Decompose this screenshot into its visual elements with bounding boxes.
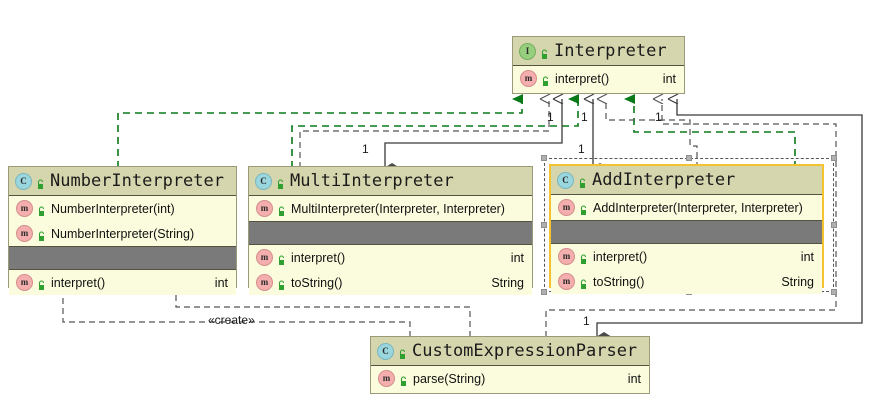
member-type: int <box>214 275 228 290</box>
member-name: interpret() <box>555 71 610 86</box>
class-name-custom-expression-parser: CustomExpressionParser <box>412 341 638 361</box>
member-type: int <box>510 250 524 265</box>
empty-compartment-band <box>249 221 532 245</box>
class-name-number-interpreter: NumberInterpreter <box>50 171 224 191</box>
unlocked-icon <box>539 47 550 59</box>
member-row[interactable]: m interpret() int <box>551 244 822 269</box>
member-type: String <box>491 275 524 290</box>
class-header-interpreter: I Interpreter <box>513 37 684 66</box>
member-name: toString() <box>291 275 343 290</box>
unlocked-icon <box>36 204 47 216</box>
interface-icon: I <box>519 42 536 60</box>
selection-handle-e[interactable] <box>831 222 837 228</box>
member-row[interactable]: m NumberInterpreter(String) <box>9 221 236 246</box>
selection-handle-se[interactable] <box>831 289 837 295</box>
class-icon: C <box>557 171 574 189</box>
realization-number-to-interpreter <box>117 94 523 168</box>
unlocked-icon <box>275 177 286 189</box>
unlocked-icon <box>276 278 287 290</box>
unlocked-icon <box>540 74 551 86</box>
method-icon: m <box>378 370 395 387</box>
member-row[interactable]: m toString() String <box>249 270 532 295</box>
class-name-interpreter: Interpreter <box>554 41 667 61</box>
class-header-number-interpreter: C NumberInterpreter <box>9 167 236 196</box>
unlocked-icon <box>578 203 589 215</box>
class-box-custom-expression-parser[interactable]: C CustomExpressionParser m parse(String)… <box>370 336 650 394</box>
member-name: MultiInterpreter(Interpreter, Interprete… <box>291 201 505 216</box>
member-name: parse(String) <box>413 371 486 386</box>
class-icon: C <box>255 172 272 190</box>
selection-handle-n[interactable] <box>686 155 692 161</box>
multiplicity-label-3: 1 <box>655 110 662 124</box>
unlocked-icon <box>577 176 588 188</box>
method-icon: m <box>16 274 33 291</box>
unlocked-icon <box>36 229 47 241</box>
member-name: NumberInterpreter(String) <box>51 226 195 241</box>
class-name-multi-interpreter: MultiInterpreter <box>290 171 454 191</box>
member-row[interactable]: m parse(String) int <box>371 366 649 391</box>
member-name: AddInterpreter(Interpreter, Interpreter) <box>593 200 803 215</box>
selection-handle-ne[interactable] <box>831 155 837 161</box>
unlocked-icon <box>578 252 589 264</box>
class-box-number-interpreter[interactable]: C NumberInterpreter m NumberInterpreter(… <box>8 166 237 295</box>
member-name: interpret() <box>51 275 106 290</box>
class-box-add-interpreter[interactable]: C AddInterpreter m AddInterpreter(Interp… <box>549 164 824 294</box>
unlocked-icon <box>578 277 589 289</box>
method-icon: m <box>558 199 575 216</box>
class-header-add-interpreter: C AddInterpreter <box>551 166 822 195</box>
member-row[interactable]: m toString() String <box>551 269 822 294</box>
member-name: interpret() <box>593 249 648 264</box>
selection-handle-w[interactable] <box>541 222 547 228</box>
member-name: interpret() <box>291 250 346 265</box>
unlocked-icon <box>398 374 409 386</box>
multiplicity-label-6: 1 <box>583 314 590 328</box>
member-type: String <box>781 274 814 289</box>
dependency-multi-to-interpreter <box>299 99 549 168</box>
composition-multi-interpreter <box>385 99 562 168</box>
class-header-multi-interpreter: C MultiInterpreter <box>249 167 532 196</box>
member-name: toString() <box>593 274 645 289</box>
multiplicity-label-4: 1 <box>362 142 369 156</box>
class-box-multi-interpreter[interactable]: C MultiInterpreter m MultiInterpreter(In… <box>248 166 533 295</box>
member-row[interactable]: m interpret() int <box>9 270 236 295</box>
method-icon: m <box>558 248 575 265</box>
create-stereotype-label: «create» <box>208 313 255 327</box>
multiplicity-label-2: 1 <box>581 110 588 124</box>
selection-handle-sw[interactable] <box>541 289 547 295</box>
method-icon: m <box>16 200 33 217</box>
member-type: int <box>627 371 641 386</box>
empty-compartment-band <box>551 220 822 244</box>
multiplicity-label-5: 1 <box>578 142 585 156</box>
method-icon: m <box>256 200 273 217</box>
multiplicity-label-1: 1 <box>547 110 554 124</box>
empty-compartment-band <box>9 246 236 270</box>
class-icon: C <box>377 342 394 360</box>
unlocked-icon <box>36 278 47 290</box>
selection-handle-nw[interactable] <box>541 155 547 161</box>
member-row[interactable]: m interpret() int <box>249 245 532 270</box>
unlocked-icon <box>276 204 287 216</box>
member-row[interactable]: m MultiInterpreter(Interpreter, Interpre… <box>249 196 532 221</box>
member-type: int <box>662 71 676 86</box>
class-icon: C <box>15 172 32 190</box>
member-row[interactable]: m AddInterpreter(Interpreter, Interprete… <box>551 195 822 220</box>
unlocked-icon <box>397 347 408 359</box>
member-row[interactable]: m NumberInterpreter(int) <box>9 196 236 221</box>
method-icon: m <box>256 274 273 291</box>
method-icon: m <box>256 249 273 266</box>
class-header-custom-expression-parser: C CustomExpressionParser <box>371 337 649 366</box>
realization-multi-to-interpreter <box>291 94 579 168</box>
unlocked-icon <box>276 253 287 265</box>
member-type: int <box>800 249 814 264</box>
class-box-interpreter[interactable]: I Interpreter m interpret() int <box>512 36 685 94</box>
method-icon: m <box>520 70 537 87</box>
member-name: NumberInterpreter(int) <box>51 201 175 216</box>
member-row[interactable]: m interpret() int <box>513 66 684 91</box>
method-icon: m <box>558 273 575 290</box>
class-name-add-interpreter: AddInterpreter <box>592 170 736 190</box>
method-icon: m <box>16 225 33 242</box>
unlocked-icon <box>35 177 46 189</box>
